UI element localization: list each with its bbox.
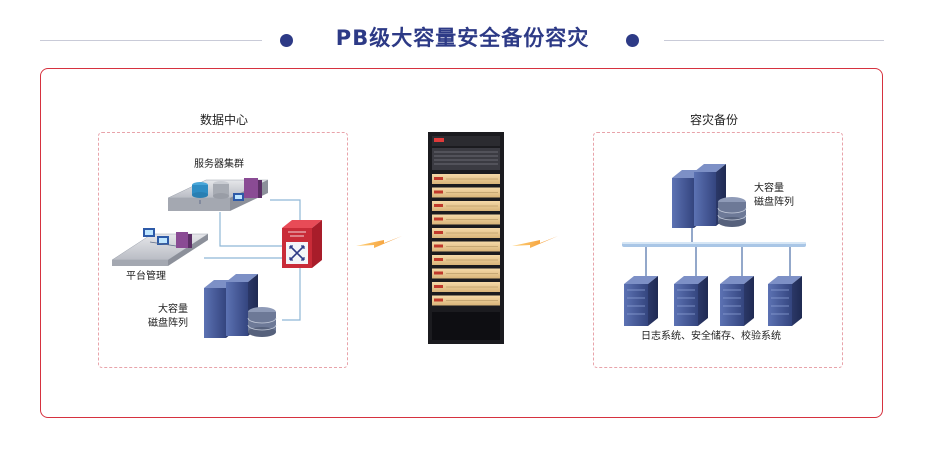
server-cluster-devices <box>192 178 262 201</box>
title-line-left <box>40 40 262 41</box>
title-line-right <box>664 40 884 41</box>
backup-box <box>593 132 843 368</box>
rack-bay <box>432 241 500 252</box>
backup-servers <box>624 276 802 326</box>
rack-bay <box>432 174 500 184</box>
page-title: PB级大容量安全备份容灾 <box>335 26 590 50</box>
rack-bay <box>432 187 500 198</box>
datacenter-storage-label-1: 大容量 <box>158 304 188 315</box>
backup-storage-label-2: 磁盘阵列 <box>754 197 794 208</box>
backup-server <box>768 276 802 326</box>
outer-frame <box>40 68 883 418</box>
rack-bay <box>432 268 500 279</box>
server-cluster-label: 服务器集群 <box>194 159 244 170</box>
rack-bay <box>432 295 500 306</box>
rack-bay <box>432 255 500 265</box>
backup-network-bus <box>622 228 806 276</box>
rack-bay <box>432 214 500 225</box>
platform-management-label: 平台管理 <box>126 271 166 282</box>
datacenter-title: 数据中心 <box>200 113 249 127</box>
platform-management-devices <box>143 228 192 248</box>
rack-bay <box>432 282 500 292</box>
backup-title: 容灾备份 <box>690 113 739 127</box>
lightning-bolt-left <box>356 236 402 248</box>
title-dot-right <box>626 34 639 47</box>
backup-disk-array <box>672 164 747 228</box>
datacenter-box <box>98 132 348 368</box>
rack-bay <box>432 201 500 211</box>
rack-bays <box>432 174 500 306</box>
rack-base <box>432 312 500 340</box>
backup-server <box>674 276 708 326</box>
network-switch <box>282 220 322 268</box>
backup-systems-label: 日志系统、安全储存、校验系统 <box>641 331 781 342</box>
backup-server <box>720 276 754 326</box>
datacenter-disk-array <box>204 274 277 338</box>
backup-server <box>624 276 658 326</box>
title-dot-left <box>280 34 293 47</box>
backup-storage-label-1: 大容量 <box>754 183 784 194</box>
lightning-bolt-right <box>512 236 558 248</box>
datacenter-storage-label-2: 磁盘阵列 <box>148 318 188 329</box>
rack-bay <box>432 228 500 238</box>
